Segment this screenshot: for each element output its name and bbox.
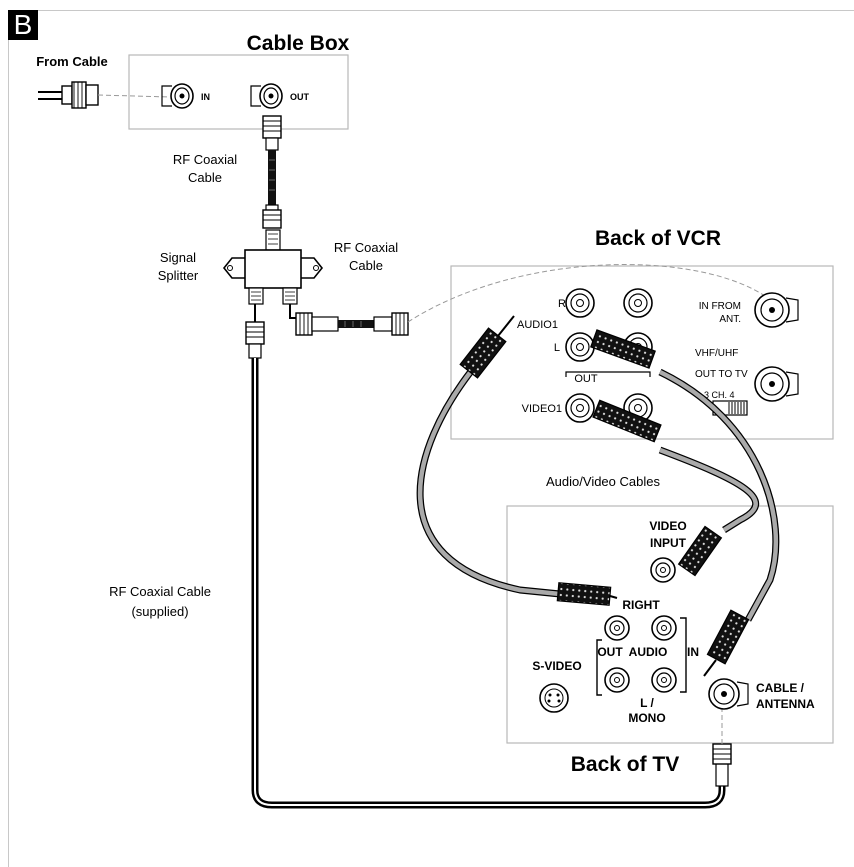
rf-coaxial-cable-supplied xyxy=(245,304,732,809)
vcr-video1-jack xyxy=(565,393,595,423)
cable-box-in-label: IN xyxy=(201,92,210,102)
tv-cable-antenna-jack xyxy=(708,678,749,710)
vcr-video1-label: VIDEO1 xyxy=(522,403,562,415)
vcr-audio-r-jack-2 xyxy=(623,288,653,318)
rca-plug-tv-audio-left xyxy=(703,609,750,677)
section-badge: B xyxy=(8,10,38,40)
rca-plug-tv-video xyxy=(677,525,723,577)
av-cable-left-audio xyxy=(416,367,561,598)
rca-plug-tv-audio-right xyxy=(556,582,618,606)
incoming-cable-connector xyxy=(38,81,99,109)
vcr-vhf-uhf-label: VHF/UHF xyxy=(695,348,738,359)
vcr-r-label: R xyxy=(558,298,566,310)
tv-cable-antenna-label-b: ANTENNA xyxy=(756,697,815,711)
vcr-l-label: L xyxy=(554,342,560,354)
rf-coaxial-label-2a: RF Coaxial xyxy=(334,240,398,255)
splitter-to-vcr-dashed-link xyxy=(407,264,769,323)
vcr-in-from-ant-label-b: ANT. xyxy=(719,314,741,325)
tv-l-mono-label-b: MONO xyxy=(628,711,665,725)
cable-box-in-port xyxy=(161,83,194,109)
vcr-ch-switch-label: 3 CH. 4 xyxy=(704,390,735,400)
rf-coaxial-label-2b: Cable xyxy=(349,258,383,273)
vcr-back-title: Back of VCR xyxy=(595,227,721,250)
rf-coaxial-supplied-label-a: RF Coaxial Cable xyxy=(109,584,211,599)
cable-box-panel xyxy=(128,54,349,130)
tv-out-label: OUT xyxy=(597,645,623,659)
tv-s-video-label: S-VIDEO xyxy=(532,659,581,673)
tv-audio-in-right-jack xyxy=(651,615,677,641)
tv-right-label: RIGHT xyxy=(622,598,660,612)
av-cable-video xyxy=(658,446,760,533)
tv-in-label: IN xyxy=(687,645,699,659)
signal-splitter xyxy=(222,229,324,305)
vcr-back-panel xyxy=(450,265,834,440)
frame-left-border xyxy=(8,10,9,867)
tv-audio-label: AUDIO xyxy=(629,645,668,659)
rca-plug-vcr-audio-r xyxy=(459,315,515,379)
rf-coaxial-supplied-label-b: (supplied) xyxy=(131,604,188,619)
tv-back-panel xyxy=(506,505,834,744)
av-cables-label: Audio/Video Cables xyxy=(546,474,660,489)
vcr-out-to-tv-label: OUT TO TV xyxy=(695,369,748,380)
tv-audio-out-left-jack xyxy=(604,667,630,693)
rca-plug-vcr-audio-l xyxy=(590,329,656,369)
frame-top-border xyxy=(8,10,854,11)
rf-coaxial-label-1a: RF Coaxial xyxy=(173,152,237,167)
cable-box-out-label: OUT xyxy=(290,92,310,102)
vcr-out-label: OUT xyxy=(574,373,598,385)
cable-box-title: Cable Box xyxy=(247,32,350,55)
from-cable-label: From Cable xyxy=(36,54,108,69)
tv-cable-antenna-label-a: CABLE / xyxy=(756,681,805,695)
tv-video-input-label-a: VIDEO xyxy=(649,519,686,533)
tv-l-mono-label-a: L / xyxy=(640,696,654,710)
tv-video-input-jack xyxy=(650,557,676,583)
tv-back-title: Back of TV xyxy=(571,753,680,776)
vcr-audio1-label: AUDIO1 xyxy=(517,319,558,331)
tv-video-input-label-b: INPUT xyxy=(650,536,687,550)
av-cable-right-audio xyxy=(658,368,780,622)
vcr-audio-l-jack xyxy=(565,332,595,362)
rf-coaxial-splitter-to-vcr xyxy=(289,304,409,336)
tv-s-video-jack xyxy=(539,683,569,713)
vcr-out-bracket xyxy=(565,371,651,377)
signal-splitter-label-b: Splitter xyxy=(158,268,199,283)
vcr-in-from-ant-jack xyxy=(754,292,799,328)
cable-box-out-port xyxy=(250,83,283,109)
tv-audio-in-left-jack xyxy=(651,667,677,693)
tv-in-bracket xyxy=(680,617,687,693)
vcr-out-to-tv-jack xyxy=(754,366,799,402)
vcr-in-from-ant-label-a: IN FROM xyxy=(699,301,741,312)
signal-splitter-label-a: Signal xyxy=(160,250,196,265)
rf-coaxial-cable-box-to-splitter xyxy=(262,115,282,229)
tv-audio-out-right-jack xyxy=(604,615,630,641)
rf-coaxial-label-1b: Cable xyxy=(188,170,222,185)
from-cable-dashed-link xyxy=(97,94,171,98)
tv-out-bracket xyxy=(596,639,602,696)
rca-plug-vcr-video xyxy=(592,399,662,443)
vcr-audio-r-jack xyxy=(565,288,595,318)
